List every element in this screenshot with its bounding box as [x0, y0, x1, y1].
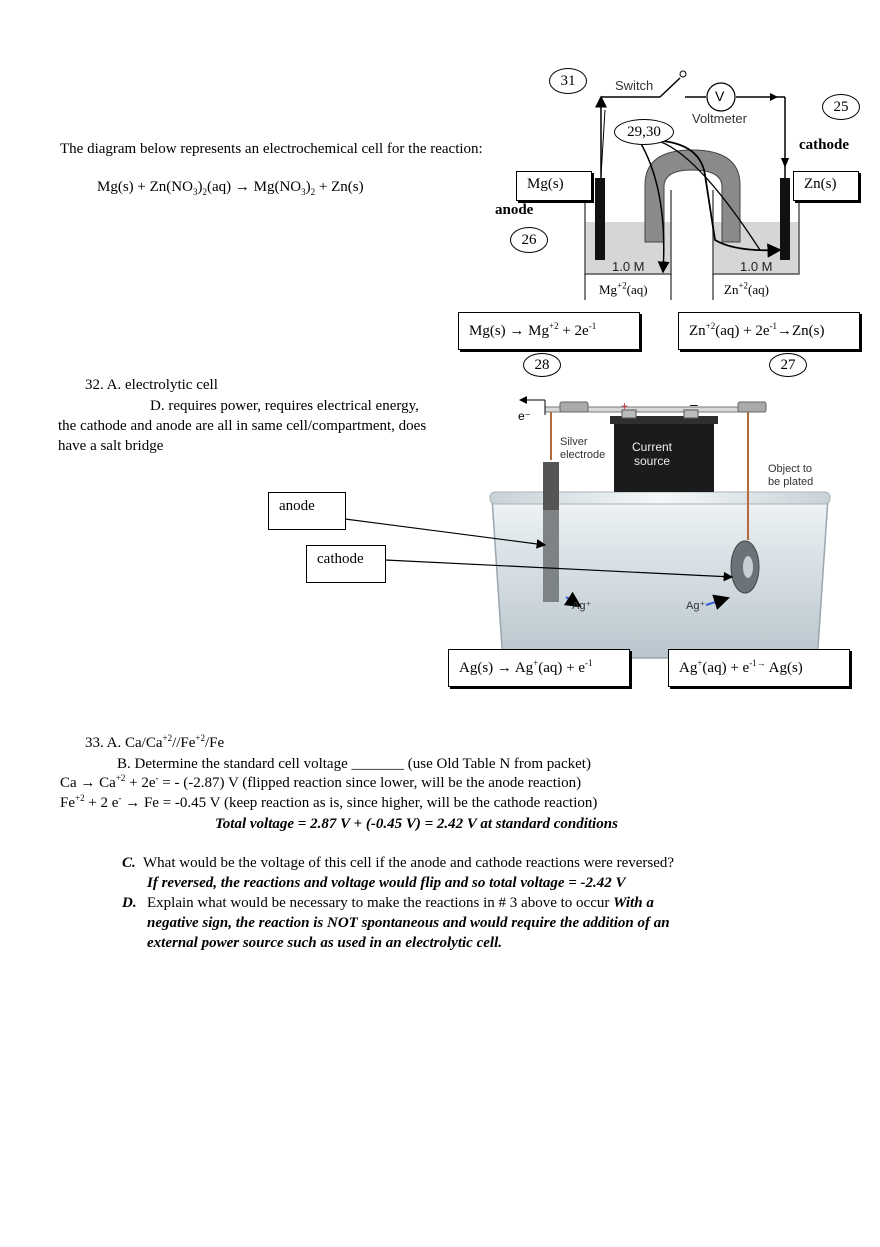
arrow-icon: → [125, 795, 141, 811]
q33-c-answer: If reversed, the reactions and voltage w… [147, 875, 626, 891]
electrolytic-cell-diagram [344, 396, 831, 659]
arrow-icon: → [777, 323, 793, 339]
intro-reaction: Mg(s) + Zn(NO3)2(aq) → Mg(NO3)2 + Zn(s) [97, 179, 364, 197]
cathode-box: cathode [306, 545, 386, 583]
zn-ion-label: Zn+2(aq) [724, 280, 769, 297]
intro-text: The diagram below represents an electroc… [60, 141, 483, 157]
anode-box: anode [268, 492, 346, 530]
oval-28: 28 [523, 353, 561, 377]
zn-box: Zn(s) [793, 171, 859, 201]
arrow-icon: → [509, 323, 525, 339]
q32-a: 32. A. electrolytic cell [85, 377, 218, 393]
electron-label: e⁻ [518, 409, 532, 423]
ag-ion-left: Ag⁺ [572, 600, 592, 612]
battery-plus: + [621, 399, 629, 413]
voltmeter-label: Voltmeter [692, 111, 747, 126]
cathode-label: cathode [799, 137, 849, 153]
oval-26: 26 [510, 227, 548, 253]
q33-d-label: D. [122, 895, 137, 911]
arrow-icon: → [496, 660, 512, 676]
q33-d-question: Explain what would be necessary to make … [147, 895, 654, 911]
q33-c-question: What would be the voltage of this cell i… [143, 855, 675, 871]
q33-d-answer-2: negative sign, the reaction is NOT spont… [147, 915, 670, 931]
half-reaction-ag-reduction: Ag+(aq) + e-1→ Ag(s) [668, 649, 850, 687]
circuit-wire [595, 70, 789, 178]
oval-31: 31 [549, 68, 587, 94]
switch-label: Switch [615, 78, 654, 93]
q33-a: 33. A. Ca/Ca+2//Fe+2/Fe [85, 733, 225, 752]
mg-electrode [595, 178, 605, 260]
battery-minus: – [690, 396, 698, 412]
half-reaction-zn: Zn+2(aq) + 2e-1→Zn(s) [678, 312, 860, 350]
anode-label: anode [495, 202, 534, 218]
oval-29-30: 29,30 [614, 119, 674, 145]
voltmeter-icon [706, 82, 736, 112]
concentration-left: 1.0 M [612, 259, 645, 274]
pointer-lines [600, 109, 782, 274]
q33-total-voltage: Total voltage = 2.87 V + (-0.45 V) = 2.4… [215, 816, 618, 832]
salt-bridge [644, 149, 741, 243]
q33-d-answer-3: external power source such as used in an… [147, 935, 502, 951]
half-reaction-ag-oxidation: Ag(s) → Ag+(aq) + e-1 [448, 649, 630, 687]
q32-continuation-2: have a salt bridge [58, 438, 164, 454]
voltmeter-symbol: V [715, 88, 725, 104]
arrow-icon: → [80, 775, 96, 791]
half-reaction-mg: Mg(s) → Mg+2 + 2e-1 [458, 312, 640, 350]
arrow-icon: → [234, 179, 250, 195]
oval-27: 27 [769, 353, 807, 377]
mg-box: Mg(s) [516, 171, 592, 201]
q32-d: D. requires power, requires electrical e… [150, 398, 419, 414]
concentration-right: 1.0 M [740, 259, 773, 274]
q33-ca-reaction: Ca → Ca+2 + 2e- = - (-2.87) V (flipped r… [60, 773, 582, 792]
mg-ion-label: Mg+2(aq) [599, 280, 648, 297]
galvanic-cell-diagram [584, 70, 800, 300]
oval-25: 25 [822, 94, 860, 120]
q33-b: B. Determine the standard cell voltage _… [117, 756, 591, 772]
ag-ion-right: Ag⁺ [686, 600, 706, 612]
zn-electrode [780, 178, 790, 260]
battery-icon [610, 409, 718, 492]
plating-beaker [491, 497, 829, 659]
q32-continuation-1: the cathode and anode are all in same ce… [58, 418, 427, 434]
q33-fe-reaction: Fe+2 + 2 e- → Fe = -0.45 V (keep reactio… [60, 793, 598, 812]
q33-c-label: C. [122, 855, 136, 871]
